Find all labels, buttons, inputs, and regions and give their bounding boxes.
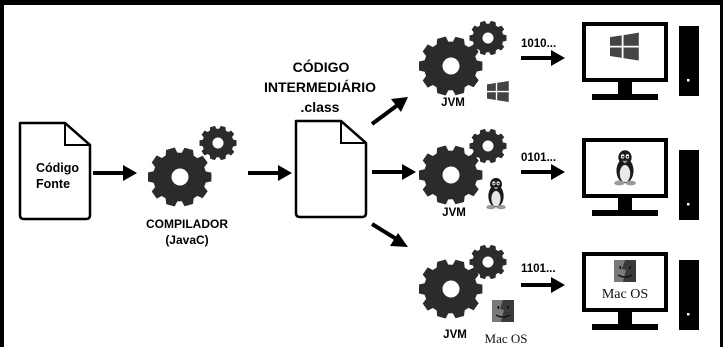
linux-computer [582, 138, 699, 220]
macos-label-screen: Mac OS [602, 287, 648, 302]
jvm-label-3: JVM [443, 329, 467, 341]
mac-computer: Mac OS [582, 252, 699, 332]
arrow-to-intermediate [246, 163, 294, 183]
compiler-label-line2: (JavaC) [165, 233, 208, 247]
jvm-label-2: JVM [442, 207, 466, 219]
source-label-line2: Fonte [36, 177, 70, 191]
jvm-mac-row: Mac OS JVM 1101... Mac OS [419, 244, 699, 346]
compiler-label-line1: COMPILADOR [146, 217, 228, 231]
windows-computer [582, 22, 699, 102]
intermediate-code-document [294, 119, 368, 219]
binary-label-1: 1010... [521, 38, 556, 50]
arrow-to-jvm-windows [370, 97, 408, 126]
arrow-to-windows-pc [519, 48, 567, 68]
binary-label-2: 0101... [521, 152, 556, 164]
source-label-line1: Código [36, 161, 79, 175]
macos-label-small: Mac OS [485, 331, 528, 346]
arrow-to-linux-pc [519, 162, 567, 182]
arrow-to-jvm-mac [370, 222, 408, 247]
jvm-windows-row: JVM 1010... [419, 20, 699, 109]
intermediate-label-line1: CÓDIGO [293, 58, 350, 75]
arrow-to-mac-pc [519, 275, 567, 295]
intermediate-label-line3: .class [301, 99, 340, 115]
jvm-linux-row: JVM 0101... [419, 128, 699, 220]
linux-penguin-icon [486, 177, 506, 210]
source-code-document: Código Fonte [18, 121, 92, 221]
jvm-label-1: JVM [441, 97, 465, 109]
compiler-gears-icon [148, 125, 237, 207]
binary-label-3: 1101... [521, 263, 556, 275]
arrow-to-jvm-linux [370, 162, 418, 182]
screen-macos-logo-icon [613, 259, 637, 283]
macos-logo-icon [491, 299, 515, 323]
arrow-to-compiler [91, 163, 139, 183]
windows-logo-icon [487, 80, 509, 103]
intermediate-label-line2: INTERMEDIÁRIO [264, 79, 376, 95]
